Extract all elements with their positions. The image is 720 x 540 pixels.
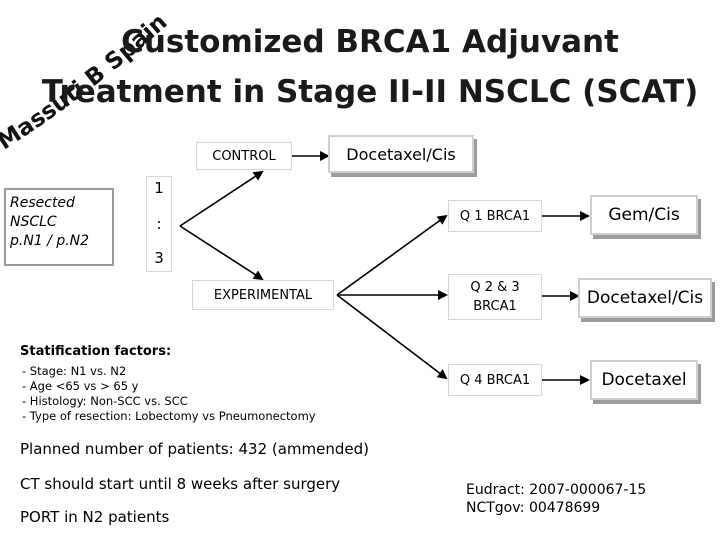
resected-line1: Resected [10, 195, 75, 211]
arrow-to-q1 [336, 214, 448, 296]
stratification-item: - Age <65 vs > 65 y [22, 379, 139, 393]
control-treatment-box: Docetaxel/Cis [330, 137, 472, 171]
port-note: PORT in N2 patients [20, 508, 170, 526]
resected-line2: NSCLC [10, 214, 57, 230]
ratio-colon: : [156, 215, 162, 233]
ratio-bottom: 3 [154, 249, 164, 267]
resected-nsclc-box: Resected NSCLC p.N1 / p.N2 [4, 188, 114, 266]
q23-treatment-box: Docetaxel/Cis [580, 280, 710, 316]
q23-line1: Q 2 & 3 [470, 280, 520, 295]
q4-brca1-box: Q 4 BRCA1 [448, 364, 542, 396]
eudract-id: Eudract: 2007-000067-15 [466, 482, 647, 498]
control-arm-box: CONTROL [196, 142, 292, 170]
watermark: Massuti B Spain MOo8.01 [0, 0, 178, 155]
stratification-title: Statification factors: [20, 344, 172, 359]
ratio-top: 1 [154, 179, 164, 197]
stratification-item: - Stage: N1 vs. N2 [22, 364, 127, 378]
stratification-item: - Type of resection: Lobectomy vs Pneumo… [22, 409, 316, 423]
q1-brca1-box: Q 1 BRCA1 [448, 200, 542, 232]
stratification-item: - Histology: Non-SCC vs. SCC [22, 394, 188, 408]
q1-treatment-box: Gem/Cis [592, 197, 696, 233]
randomization-ratio-box: 1 : 3 [146, 176, 172, 272]
arrow-to-q4 [336, 294, 448, 380]
ct-timing-note: CT should start until 8 weeks after surg… [20, 475, 341, 493]
q23-line2: BRCA1 [473, 299, 517, 314]
q4-treatment-box: Docetaxel [592, 362, 696, 398]
slide-title-line2: Treatment in Stage II-II NSCLC (SCAT) [41, 74, 699, 110]
slide-title-line1: Customized BRCA1 Adjuvant [121, 24, 619, 60]
planned-patients-note: Planned number of patients: 432 (ammende… [20, 440, 370, 458]
arrow-to-control [179, 170, 264, 227]
arrow-to-experimental [179, 225, 264, 281]
resected-line3: p.N1 / p.N2 [10, 233, 90, 249]
nctgov-id: NCTgov: 00478699 [466, 500, 601, 516]
q23-brca1-box: Q 2 & 3 BRCA1 [448, 274, 542, 320]
experimental-arm-box: EXPERIMENTAL [192, 280, 334, 310]
